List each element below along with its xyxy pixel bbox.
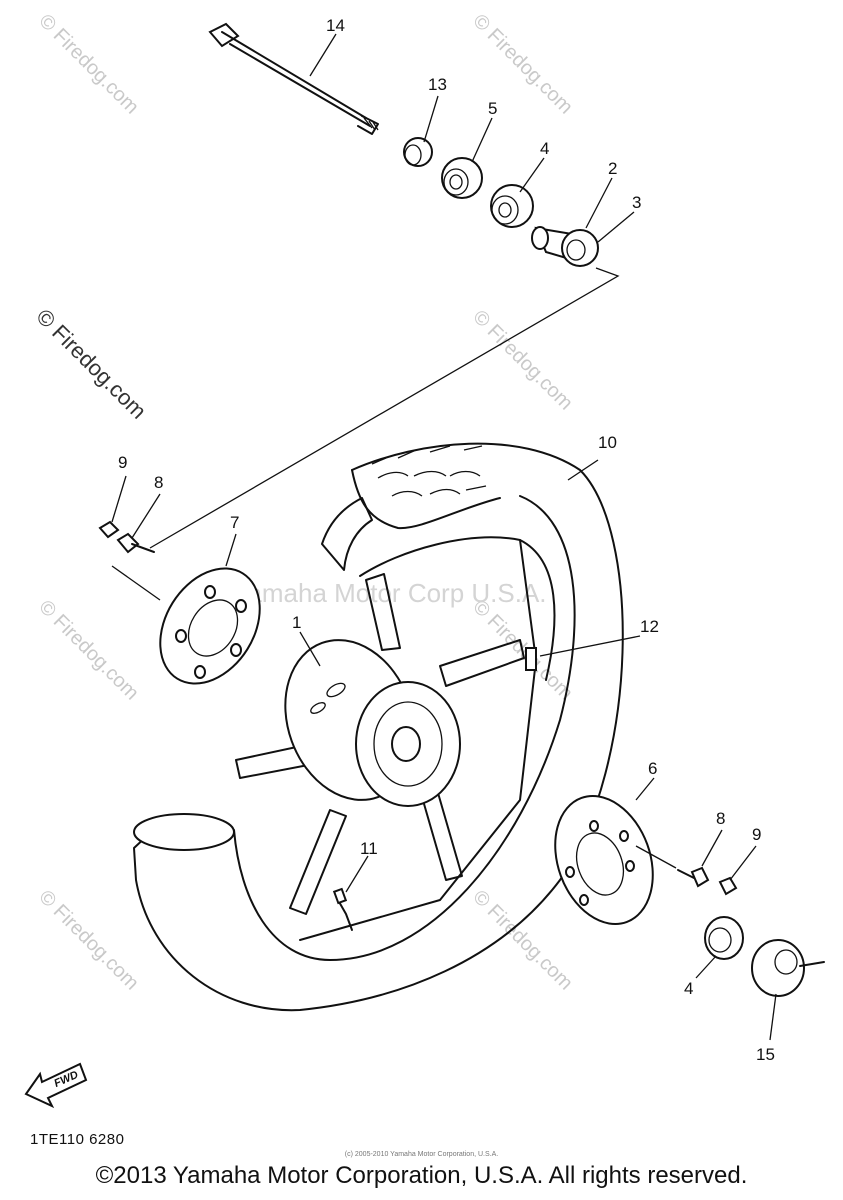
callout-9: 9 [118, 453, 127, 472]
callout-leaders [111, 33, 777, 1041]
watermark-text: © Firedog.com [468, 306, 577, 415]
callout-12: 12 [640, 617, 659, 636]
callout-6: 6 [648, 759, 657, 778]
gear-unit-part-15 [751, 939, 825, 997]
assembly-leader-line [111, 565, 161, 601]
bearing-part-5 [441, 157, 483, 199]
callout-10: 10 [598, 433, 617, 452]
watermark-text: © Firedog.com [31, 304, 151, 424]
callout-13: 13 [428, 75, 447, 94]
watermark-text: © Firedog.com [468, 886, 577, 995]
callout-8: 8 [154, 473, 163, 492]
watermark-text: © Firedog.com [34, 596, 143, 705]
bolt-part-8-left [116, 532, 155, 554]
callout-15: 15 [756, 1045, 775, 1064]
tire-part-10 [133, 442, 624, 1012]
nut-part-9-left [98, 520, 120, 539]
callout-1: 1 [292, 613, 301, 632]
small-copyright: (c) 2005-2010 Yamaha Motor Corporation, … [344, 1151, 499, 1158]
brake-disc-part-6 [554, 795, 654, 925]
watermark-center-text: Yamaha Motor Corp U.S.A. [232, 578, 547, 608]
callout-7: 7 [230, 513, 239, 532]
callout-numbers: 14 13 5 4 2 3 10 9 8 7 1 12 6 8 9 11 4 1… [118, 16, 775, 1064]
callout-11: 11 [360, 839, 378, 858]
assembly-leader-line [149, 267, 620, 549]
nut-part-9-right [718, 876, 738, 896]
watermark-text: © Firedog.com [34, 886, 143, 995]
callout-2: 2 [608, 159, 617, 178]
collar-part-3 [561, 229, 599, 267]
bearing-part-4-upper [490, 184, 534, 228]
fwd-arrow-icon: FWD [24, 1062, 88, 1109]
callout-9: 9 [752, 825, 761, 844]
callout-5: 5 [488, 99, 497, 118]
watermark-text: © Firedog.com [34, 10, 143, 119]
diagram-code: 1TE110 6280 [30, 1131, 125, 1148]
watermark-text: © Firedog.com [468, 10, 577, 119]
callout-3: 3 [632, 193, 641, 212]
copyright-notice: ©2013 Yamaha Motor Corporation, U.S.A. A… [95, 1162, 748, 1189]
brake-disc-part-7 [159, 567, 261, 685]
callout-4: 4 [540, 139, 549, 158]
disc-leader-line [635, 845, 677, 869]
bolt-part-8-right [677, 866, 710, 888]
callout-8: 8 [716, 809, 725, 828]
collar-part-13 [403, 137, 433, 167]
axle-part-14 [208, 22, 379, 135]
callout-14: 14 [326, 16, 345, 35]
watermark-group: © Firedog.com © Firedog.com © Firedog.co… [31, 10, 577, 995]
callout-4: 4 [684, 979, 693, 998]
bearing-part-4-lower [704, 916, 744, 960]
wheel-hub-part-1 [235, 536, 556, 941]
